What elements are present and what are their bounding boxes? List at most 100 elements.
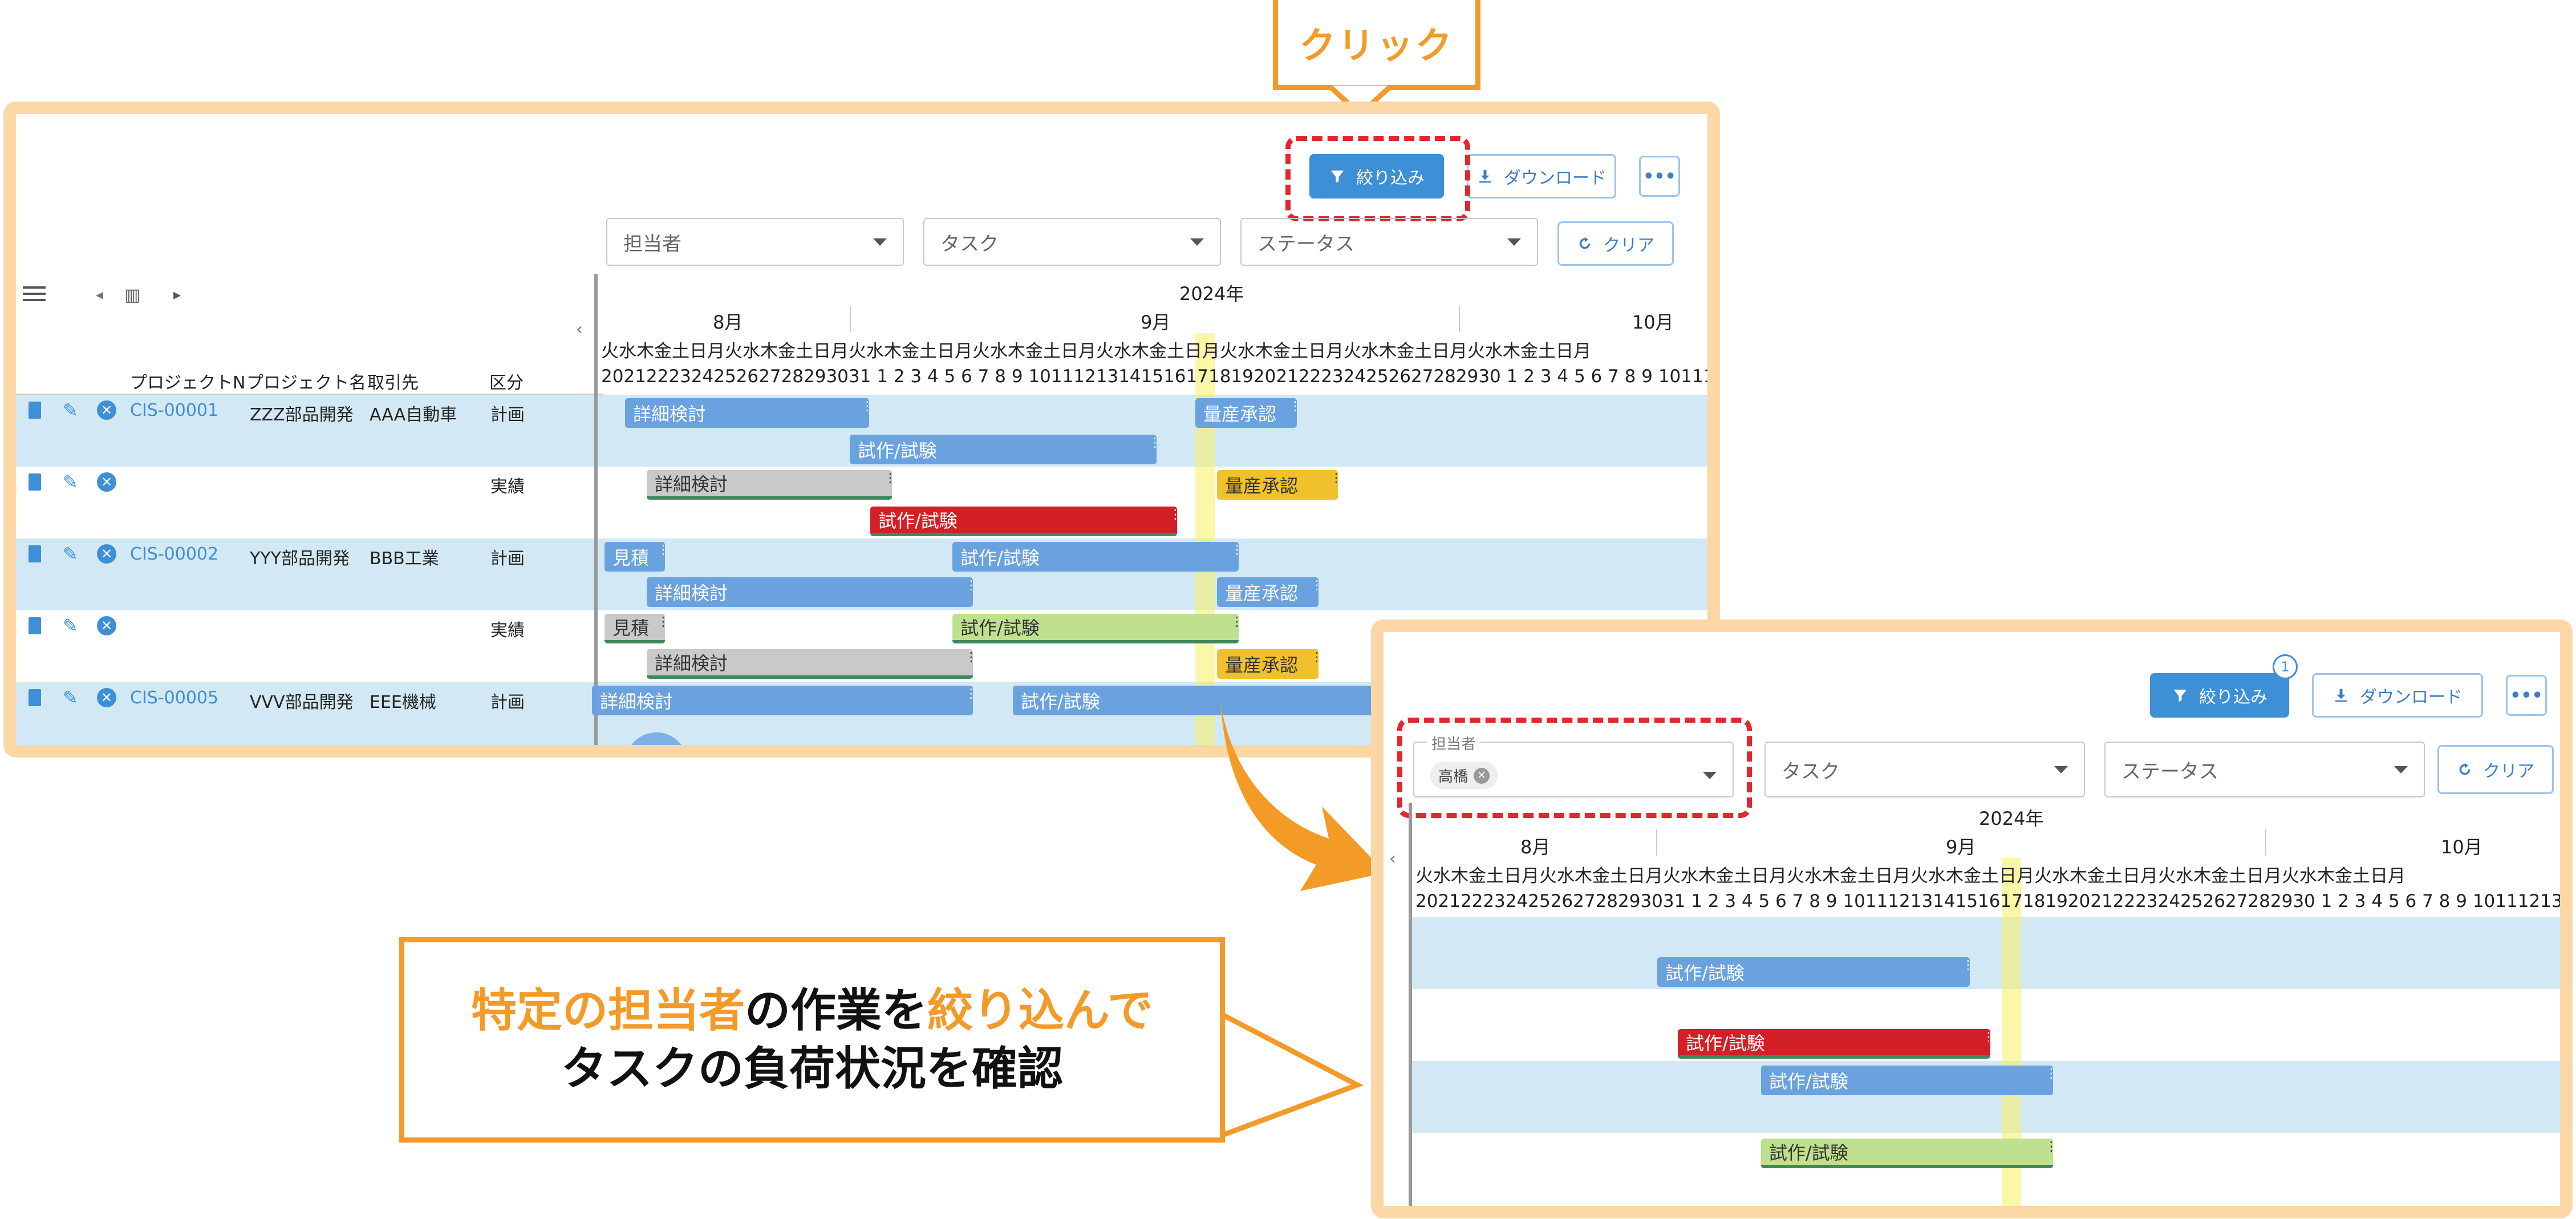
table-row[interactable]: ✎ ✕ 実績 <box>16 467 603 538</box>
gantt-bar[interactable]: 見積⋮ <box>605 614 665 643</box>
assignee-chip-label: 高橋 <box>1438 768 1468 785</box>
gantt-bar[interactable]: 詳細検討⋮ <box>647 649 973 679</box>
status-select[interactable]: ステータス <box>2104 742 2425 797</box>
gantt-bar[interactable]: 試作/試験⋮ <box>1678 1029 1990 1059</box>
message-callout-tail <box>1218 1011 1363 1139</box>
gantt-bar[interactable]: 量産承認⋮ <box>1217 577 1319 607</box>
gantt-bar[interactable]: 試作/試験⋮ <box>1657 957 1970 987</box>
table-row[interactable]: ✎ ✕ CIS-00005 VVV部品開発 EEE機械 計画 <box>16 682 603 745</box>
document-icon[interactable] <box>29 402 41 419</box>
filter-button[interactable]: 絞り込み 1 <box>2150 654 2298 718</box>
chip-remove-icon[interactable]: ✕ <box>1474 767 1490 784</box>
gantt-bar[interactable]: 試作/試験⋮ <box>870 507 1177 536</box>
filter-button-label: 絞り込み <box>1356 168 1425 188</box>
gantt-bar[interactable]: 詳細検討⋮ <box>625 398 869 428</box>
task-select[interactable]: タスク <box>1764 742 2085 797</box>
gantt-splitter[interactable] <box>1409 803 1412 1206</box>
document-icon[interactable] <box>29 689 41 706</box>
filter-button-highlight <box>1285 136 1470 221</box>
month-divider <box>2265 829 2266 856</box>
clear-button[interactable]: クリア <box>1557 221 1674 266</box>
clear-button[interactable]: クリア <box>2437 745 2554 794</box>
category: 実績 <box>490 477 525 497</box>
edit-icon[interactable]: ✎ <box>63 543 78 565</box>
assignee-filter-highlight <box>1397 718 1752 818</box>
gantt-bar[interactable]: 試作/試験⋮ <box>952 542 1239 572</box>
document-icon[interactable] <box>29 473 41 491</box>
client-name: BBB工業 <box>370 549 439 569</box>
click-callout: クリック <box>1273 0 1480 90</box>
gantt-bar[interactable]: 試作/試験⋮ <box>1761 1066 2053 1095</box>
gantt-bar[interactable]: 詳細検討⋮ <box>647 577 973 607</box>
chevron-down-icon <box>1507 238 1521 246</box>
more-button[interactable]: ••• <box>2506 675 2547 716</box>
delete-icon[interactable]: ✕ <box>97 688 116 707</box>
delete-icon[interactable]: ✕ <box>97 400 116 420</box>
chevron-down-icon <box>873 238 887 246</box>
clear-button-label: クリア <box>1603 236 1654 256</box>
edit-icon[interactable]: ✎ <box>63 687 78 708</box>
project-no-link[interactable]: CIS-00002 <box>130 544 219 564</box>
table-row[interactable]: ✎ ✕ 実績 <box>16 610 603 682</box>
table-row[interactable]: ✎ ✕ CIS-00002 YYY部品開発 BBB工業 計画 <box>16 538 603 610</box>
gantt-bar[interactable]: 量産承認⋮ <box>1217 470 1338 500</box>
edit-icon[interactable]: ✎ <box>63 471 78 493</box>
timeline-year: 2024年 <box>1179 283 1244 305</box>
gantt-panel-before: 絞り込み ダウンロード ••• 担当者 タスク ステータス クリア ◂ ▥ ▸ … <box>3 102 1720 758</box>
message-line-1: 特定の担当者の作業を絞り込んで <box>471 984 1153 1037</box>
day-row: 202122232425262728293031 1 2 3 4 5 6 7 8… <box>601 366 1719 387</box>
download-button[interactable]: ダウンロード <box>1467 154 1616 199</box>
gantt-splitter[interactable] <box>594 274 598 745</box>
status-select[interactable]: ステータス <box>1240 218 1538 266</box>
gantt-bar[interactable]: 詳細検討⋮ <box>647 470 892 500</box>
gantt-bar[interactable]: 量産承認⋮ <box>1217 649 1319 679</box>
assignee-select-placeholder: 担当者 <box>623 232 681 256</box>
assignee-field-label: 担当者 <box>1427 732 1481 754</box>
weekday-row: 火水木金土日月火水木金土日月火水木金土日月火水木金土日月火水木金土日月火水木金土… <box>1415 866 2405 886</box>
menu-icon[interactable] <box>23 286 46 301</box>
delete-icon[interactable]: ✕ <box>97 616 116 635</box>
task-select-placeholder: タスク <box>940 232 999 256</box>
document-icon[interactable] <box>29 545 41 562</box>
assignee-select[interactable]: 担当者 高橋 ✕ <box>1413 732 1734 797</box>
scroll-right-icon[interactable]: ▸ <box>173 286 181 303</box>
collapse-left-icon[interactable]: ‹ <box>1389 849 1396 869</box>
timeline-year: 2024年 <box>1979 808 2044 829</box>
table-row[interactable]: ✎ ✕ CIS-00001 ZZZ部品開発 AAA自動車 計画 <box>16 395 603 467</box>
chevron-down-icon <box>1703 772 1717 779</box>
columns-icon[interactable]: ▥ <box>124 285 141 305</box>
category: 計画 <box>490 405 525 425</box>
filter-button[interactable]: 絞り込み <box>1309 154 1444 199</box>
download-button[interactable]: ダウンロード <box>2312 673 2483 718</box>
category: 計画 <box>490 549 525 569</box>
project-no-link[interactable]: CIS-00001 <box>130 400 219 420</box>
edit-icon[interactable]: ✎ <box>63 399 78 421</box>
gantt-bar[interactable]: 詳細検討⋮ <box>592 686 973 715</box>
more-button[interactable]: ••• <box>1639 156 1680 197</box>
refresh-icon <box>2459 763 2470 775</box>
gantt-bar[interactable]: 試作/試験⋮ <box>952 614 1239 643</box>
month-divider <box>1656 829 1657 856</box>
month-divider <box>850 306 851 332</box>
project-no-link[interactable]: CIS-00005 <box>130 688 219 708</box>
gantt-bar[interactable]: 試作/試験⋮ <box>1761 1139 2053 1168</box>
gantt-bar[interactable]: 量産承認⋮ <box>1195 398 1297 428</box>
edit-icon[interactable]: ✎ <box>63 615 78 637</box>
chevron-down-icon <box>1190 238 1204 246</box>
click-callout-text: クリック <box>1299 25 1454 67</box>
task-select[interactable]: タスク <box>923 218 1221 266</box>
delete-icon[interactable]: ✕ <box>97 544 116 564</box>
gantt-bar[interactable]: 試作/試験 <box>1013 686 1412 715</box>
gantt-bar[interactable]: 試作/試験⋮ <box>850 435 1157 464</box>
assignee-select[interactable]: 担当者 <box>606 218 904 266</box>
assignee-chip[interactable]: 高橋 ✕ <box>1430 762 1498 789</box>
filter-icon <box>1330 171 1344 183</box>
collapse-left-icon[interactable]: ‹ <box>576 319 583 339</box>
scroll-left-icon[interactable]: ◂ <box>96 286 104 303</box>
col-header-client: 取引先 <box>367 373 419 393</box>
clear-button-label: クリア <box>2483 762 2534 781</box>
col-header-project-name: プロジェクト名 <box>246 373 366 393</box>
gantt-bar[interactable]: 見積⋮ <box>605 542 665 572</box>
document-icon[interactable] <box>29 617 41 634</box>
delete-icon[interactable]: ✕ <box>97 472 116 492</box>
